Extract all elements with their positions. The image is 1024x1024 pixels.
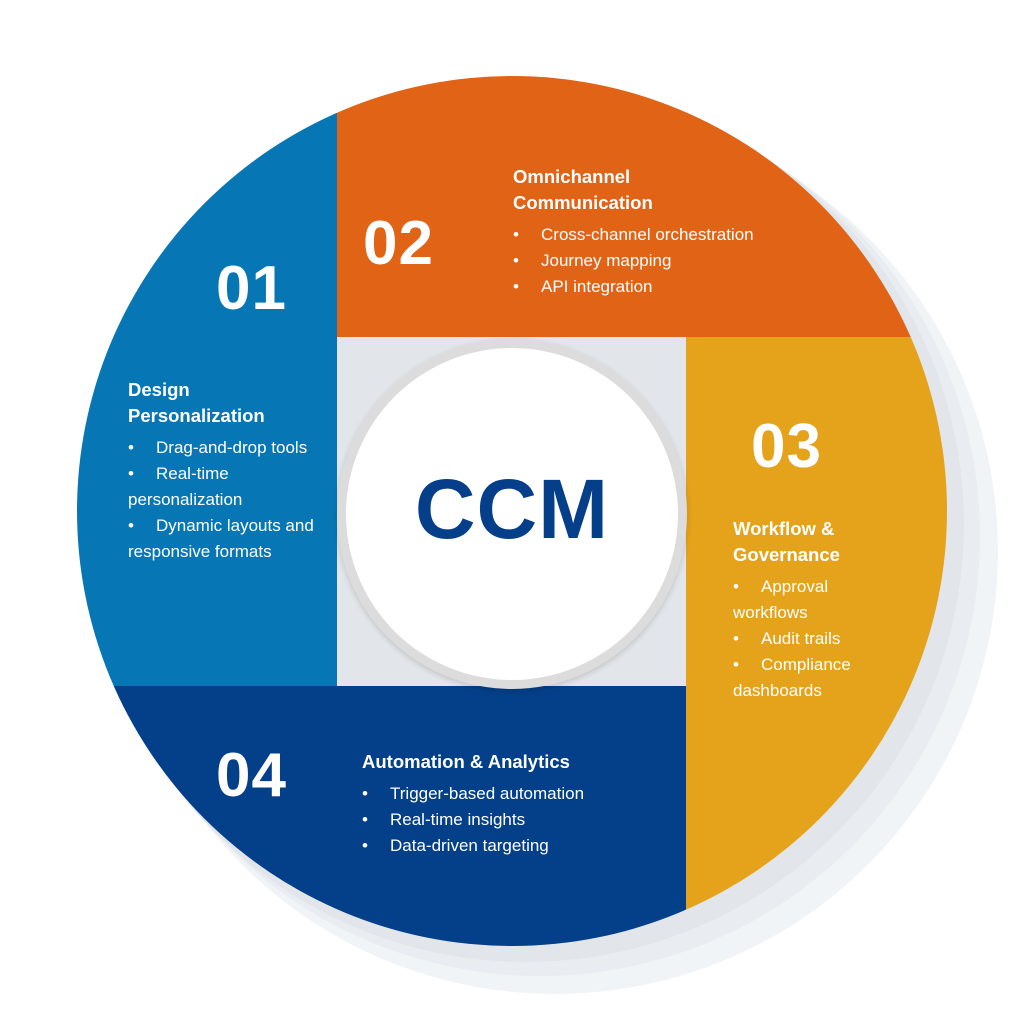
list-item: • Real-time insights — [362, 807, 662, 833]
segment-04-number: 04 — [216, 741, 287, 810]
segment-04-title-line1: Automation & Analytics — [362, 751, 570, 772]
list-item: •Compliance dashboards — [733, 652, 883, 704]
segment-01-title: Design Personalization — [128, 377, 328, 429]
segment-03-title: Workflow & Governance — [733, 516, 883, 568]
bullet-icon: • — [362, 836, 368, 855]
segment-02-background — [337, 76, 947, 337]
segment-03-number: 03 — [751, 412, 822, 481]
segment-02-content: Omnichannel Communication • Cross-channel… — [513, 164, 833, 300]
list-item-text: API integration — [541, 277, 653, 296]
segment-01-number: 01 — [216, 254, 287, 323]
list-item: • Cross-channel orchestration — [513, 222, 833, 248]
list-item-text: Dynamic layouts and responsive formats — [128, 516, 314, 561]
list-item-text: Data-driven targeting — [390, 836, 549, 855]
list-item: • Drag-and-drop tools — [128, 435, 328, 461]
bullet-icon: • — [128, 464, 134, 483]
segment-04-content: Automation & Analytics • Trigger-based au… — [362, 749, 662, 859]
bullet-icon: • — [733, 655, 739, 674]
list-item-text: Journey mapping — [541, 251, 672, 270]
list-item: •Dynamic layouts and responsive formats — [128, 513, 328, 565]
bullet-icon: • — [513, 225, 519, 244]
segment-04-title: Automation & Analytics — [362, 749, 662, 775]
segment-04-list: • Trigger-based automation • Real-time ins… — [362, 781, 662, 859]
list-item-text: Real-time personalization — [128, 464, 243, 509]
center-hub: CCM — [337, 339, 687, 689]
center-label: CCM — [414, 461, 610, 556]
segment-02-title: Omnichannel Communication — [513, 164, 833, 216]
list-item: • Trigger-based automation — [362, 781, 662, 807]
quadrant-disc — [77, 76, 947, 946]
segment-03-title-line1: Workflow & — [733, 518, 835, 539]
segment-02-number: 02 — [363, 209, 434, 278]
list-item-text: Drag-and-drop tools — [156, 438, 308, 457]
segment-01-list: •Drag-and-drop tools •Real-time personal… — [128, 435, 328, 565]
segment-01-content: Design Personalization • Drag-and-drop to… — [128, 377, 328, 565]
segment-03-background — [686, 337, 947, 946]
segment-02-title-line2: Communication — [513, 192, 653, 213]
list-item: •Real-time personalization — [128, 461, 328, 513]
segment-03-title-line2: Governance — [733, 544, 840, 565]
bullet-icon: • — [513, 277, 519, 296]
bullet-icon: • — [513, 251, 519, 270]
bullet-icon: • — [362, 784, 368, 803]
list-item: •Approval workflows — [733, 574, 883, 626]
list-item-text: Trigger-based automation — [390, 784, 585, 803]
list-item-text: Real-time insights — [390, 810, 526, 829]
segment-02-title-line1: Omnichannel — [513, 166, 631, 187]
bullet-icon: • — [128, 516, 134, 535]
bullet-icon: • — [362, 810, 368, 829]
segment-03-content: Workflow & Governance •Approval workflow… — [733, 516, 883, 704]
center-hub-face: CCM — [346, 348, 678, 680]
list-item-text: Cross-channel orchestration — [541, 225, 754, 244]
segment-02-list: • Cross-channel orchestration • Journey ma… — [513, 222, 833, 300]
list-item: • Audit trails — [733, 626, 883, 652]
segment-01-background — [77, 76, 337, 686]
list-item: • Journey mapping — [513, 248, 833, 274]
bullet-icon: • — [733, 629, 739, 648]
list-item: • API integration — [513, 274, 833, 300]
segment-03-list: •Approval workflows •Audit trails •Compl… — [733, 574, 883, 704]
list-item-text: Compliance dashboards — [733, 655, 851, 700]
segment-01-title-line1: Design — [128, 379, 190, 400]
list-item-text: Audit trails — [761, 629, 841, 648]
list-item: • Data-driven targeting — [362, 833, 662, 859]
bullet-icon: • — [733, 577, 739, 596]
list-item-text: Approval workflows — [733, 577, 829, 622]
bullet-icon: • — [128, 438, 134, 457]
segment-04-background — [77, 686, 686, 946]
segment-01-title-line2: Personalization — [128, 405, 265, 426]
